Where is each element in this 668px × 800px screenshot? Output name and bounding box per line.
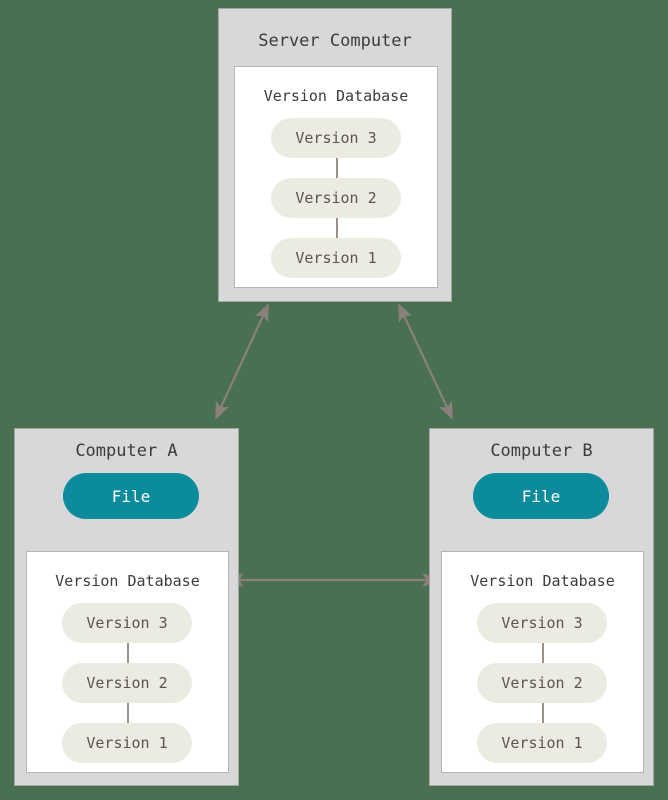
computer-b-title: Computer B [490,441,593,461]
arrow-server-to-computer-a [215,303,269,420]
computer-a-title: Computer A [75,441,178,461]
computer-b-pill-connector-3-2 [542,643,544,664]
computer-b-pill-connector-2-1 [542,703,544,724]
computer-a-version-pill-1[interactable]: Version 1 [62,723,192,763]
computer-b-version-pill-3[interactable]: Version 3 [477,603,607,643]
computer-b-file-pill[interactable]: File [473,473,609,519]
computer-b-box[interactable]: Computer B File Version Database Version… [429,428,654,786]
computer-a-box[interactable]: Computer A File Version Database Version… [14,428,239,786]
server-version-database-box[interactable]: Version Database Version 3 Version 2 Ver… [234,66,438,288]
server-pill-connector-2-1 [336,218,338,239]
server-pill-connector-3-2 [336,158,338,179]
computer-a-pill-connector-3-2 [127,643,129,664]
arrow-server-to-computer-b [398,303,453,420]
computer-a-version-database-title: Version Database [55,572,200,590]
server-computer-box[interactable]: Server Computer Version Database Version… [218,8,452,302]
computer-a-version-pill-3[interactable]: Version 3 [62,603,192,643]
computer-b-version-pill-2[interactable]: Version 2 [477,663,607,703]
server-version-database-title: Version Database [263,87,409,105]
computer-b-version-database-box[interactable]: Version Database Version 3 Version 2 Ver… [441,551,644,773]
computer-a-version-database-box[interactable]: Version Database Version 3 Version 2 Ver… [26,551,229,773]
server-version-pill-2[interactable]: Version 2 [271,178,401,218]
computer-a-file-pill[interactable]: File [63,473,199,519]
computer-b-version-pill-1[interactable]: Version 1 [477,723,607,763]
server-computer-title: Server Computer [258,31,412,51]
server-version-pill-1[interactable]: Version 1 [271,238,401,278]
computer-a-pill-connector-2-1 [127,703,129,724]
computer-a-version-pill-2[interactable]: Version 2 [62,663,192,703]
computer-b-version-database-title: Version Database [470,572,615,590]
server-version-pill-3[interactable]: Version 3 [271,118,401,158]
